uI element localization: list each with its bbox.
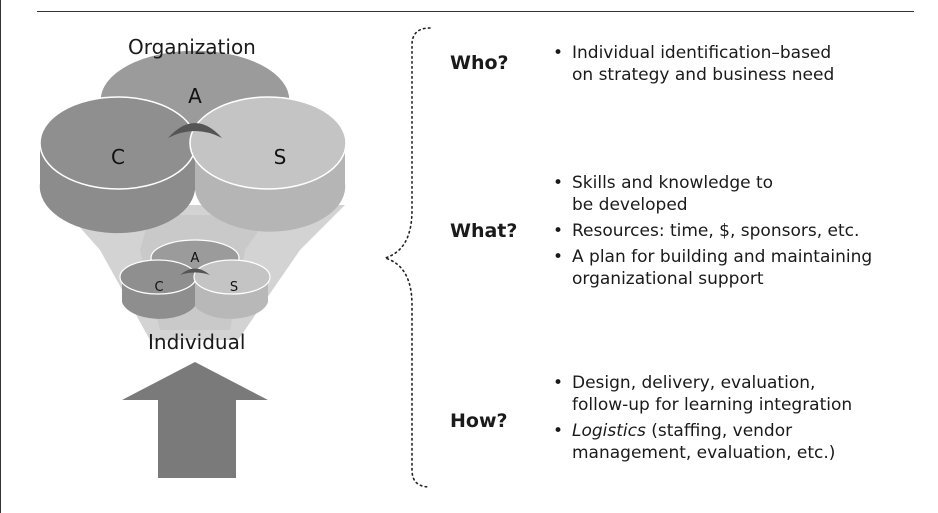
what-bullets: • Skills and knowledge to be developed •…	[553, 172, 933, 294]
how-bullets: • Design, delivery, evaluation, follow-u…	[553, 372, 933, 468]
bullet-text: A plan for building and maintaining	[572, 247, 873, 267]
what-bullet-1: • Skills and knowledge to be developed	[553, 172, 933, 216]
how-bullet-2: • Logistics (staffing, vendor management…	[553, 420, 933, 464]
small-circle-s	[193, 259, 271, 295]
question-who: Who?	[450, 52, 509, 74]
up-arrow	[122, 362, 268, 478]
bullet-text: organizational support	[572, 269, 764, 289]
top-rule	[37, 11, 914, 12]
bullet-text: follow-up for learning integration	[572, 395, 853, 415]
question-what: What?	[450, 220, 518, 242]
small-circle-a-label: A	[191, 251, 200, 266]
bullet-dot: •	[553, 221, 564, 241]
bullet-text: on strategy and business need	[572, 65, 835, 85]
question-how: How?	[450, 410, 508, 432]
bullet-dot: •	[553, 421, 564, 441]
large-circle-c-label: C	[111, 145, 125, 169]
bullet-text: (staffing, vendor	[645, 421, 793, 441]
bullet-dot: •	[553, 247, 564, 267]
bullet-text: be developed	[572, 195, 688, 215]
how-bullet-1: • Design, delivery, evaluation, follow-u…	[553, 372, 933, 416]
bullet-text: Design, delivery, evaluation,	[572, 373, 816, 393]
bullet-dot: •	[553, 43, 564, 63]
individual-label: Individual	[148, 330, 246, 354]
bullet-emphasis: Logistics	[572, 421, 646, 441]
large-center-overlap	[168, 123, 222, 138]
who-bullet-1: • Individual identification–based on str…	[553, 42, 933, 86]
large-circle-s-label: S	[274, 145, 287, 169]
what-bullet-3: • A plan for building and maintaining or…	[553, 246, 933, 290]
who-bullets: • Individual identification–based on str…	[553, 42, 933, 90]
small-circle-s-label: S	[230, 280, 238, 295]
left-rule	[0, 0, 1, 513]
what-bullet-2: • Resources: time, $, sponsors, etc.	[553, 220, 933, 242]
small-center-overlap	[180, 268, 210, 275]
bullet-text: management, evaluation, etc.)	[572, 443, 836, 463]
small-circle-c-label: C	[154, 280, 163, 295]
large-circle-s	[189, 96, 347, 190]
organization-label: Organization	[128, 35, 256, 59]
bullet-text: Resources: time, $, sponsors, etc.	[572, 221, 860, 241]
large-circle-a-label: A	[188, 84, 202, 108]
large-circle-c	[39, 96, 197, 190]
bullet-dot: •	[553, 373, 564, 393]
bullet-text: Individual identification–based	[572, 43, 832, 63]
bullet-dot: •	[553, 173, 564, 193]
dotted-brace	[382, 27, 431, 488]
bullet-text: Skills and knowledge to	[572, 173, 774, 193]
